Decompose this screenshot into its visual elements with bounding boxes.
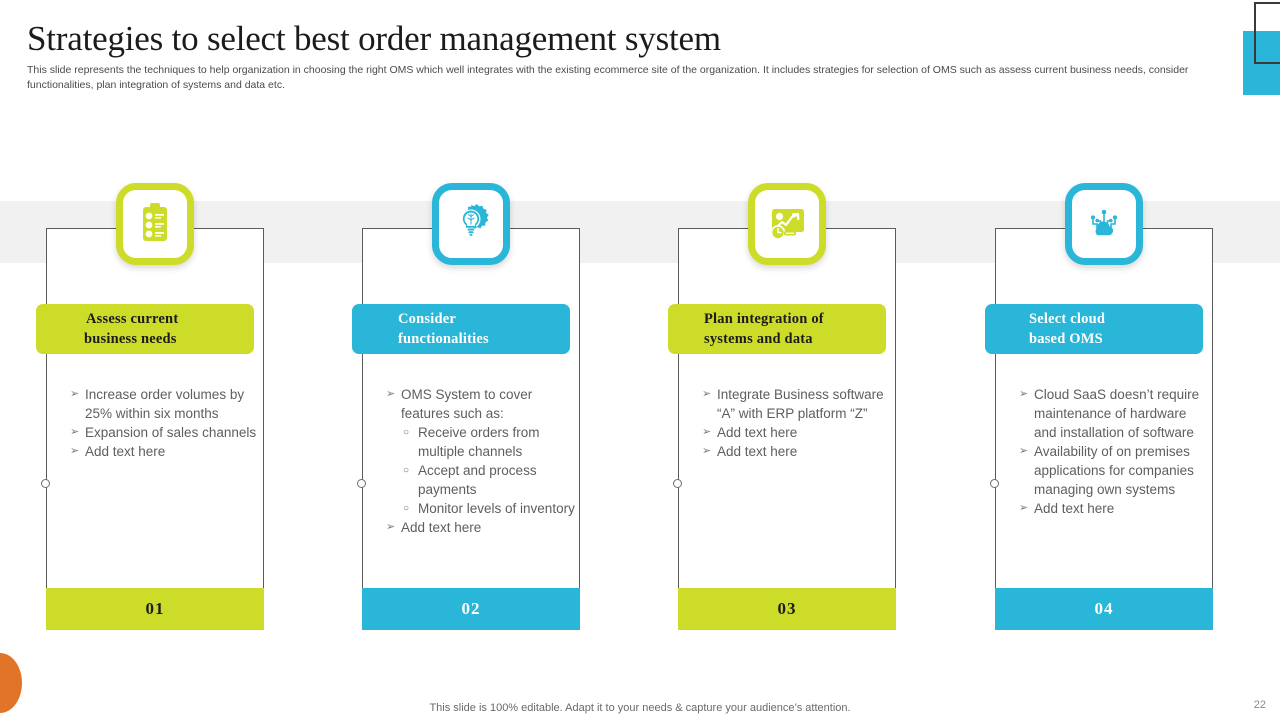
clipboard-checklist-icon <box>116 183 194 265</box>
card-title-line: Plan integration of <box>704 311 824 327</box>
list-item-text: Accept and process payments <box>418 463 537 497</box>
card-title-line: Consider <box>398 311 456 327</box>
list-item: ○ Receive orders from multiple channels <box>386 423 576 461</box>
list-item: ➢ Integrate Business software “A” with E… <box>702 385 892 423</box>
bullet-marker-icon: ➢ <box>702 426 712 438</box>
list-item: ➢ Add text here <box>702 442 892 461</box>
list-item: ➢ Add text here <box>386 518 576 537</box>
bullet-marker-icon: ➢ <box>1019 502 1029 514</box>
list-item-text: Add text here <box>1034 501 1115 516</box>
list-item-text: Add text here <box>717 425 798 440</box>
list-item-text: Cloud SaaS doesn’t require maintenance o… <box>1034 387 1200 440</box>
card-title-line: Select cloud <box>1029 311 1106 327</box>
bullet-marker-icon: ➢ <box>70 388 80 400</box>
chart-presentation-icon <box>748 183 826 265</box>
card-frame <box>995 228 1213 630</box>
bullet-marker-icon: ➢ <box>1019 445 1029 457</box>
bullet-list: ➢ OMS System to cover features such as: … <box>386 385 576 537</box>
list-item: ➢ Availability of on premises applicatio… <box>1019 442 1209 499</box>
strategy-column-03[interactable]: Plan integration of systems and data ➢ I… <box>668 183 896 630</box>
decoration-outline-rectangle <box>1254 2 1280 64</box>
bullet-marker-icon: ➢ <box>702 388 712 400</box>
list-item-text: Availability of on premises applications… <box>1034 444 1194 497</box>
card-frame <box>362 228 580 630</box>
card-title-badge: Consider functionalities <box>352 304 570 354</box>
list-item-text: Add text here <box>85 444 166 459</box>
bullet-marker-icon: ➢ <box>70 445 80 457</box>
page-title: Strategies to select best order manageme… <box>27 19 721 58</box>
card-number-badge: 01 <box>46 588 264 630</box>
strategy-column-04[interactable]: Select cloud based OMS ➢ Cloud SaaS does… <box>985 183 1213 630</box>
bullet-list: ➢ Increase order volumes by 25% within s… <box>70 385 260 461</box>
list-item: ➢ Expansion of sales channels <box>70 423 260 442</box>
card-title-line: based OMS <box>1029 331 1103 347</box>
decoration-orange-circle <box>0 653 22 713</box>
list-item-text: Integrate Business software “A” with ERP… <box>717 387 884 421</box>
page-number: 22 <box>1253 699 1266 711</box>
bullet-marker-icon: ➢ <box>1019 388 1029 400</box>
list-item: ➢ Cloud SaaS doesn’t require maintenance… <box>1019 385 1209 442</box>
card-number-badge: 04 <box>995 588 1213 630</box>
edge-node-circle <box>41 479 50 488</box>
strategy-column-01[interactable]: Assess current business needs ➢ Increase… <box>36 183 264 630</box>
card-title-line: business needs <box>84 331 177 347</box>
bullet-marker-icon: ➢ <box>386 388 396 400</box>
list-item: ➢ OMS System to cover features such as: <box>386 385 576 423</box>
card-number-badge: 03 <box>678 588 896 630</box>
card-title-line: systems and data <box>704 331 813 347</box>
list-item: ➢ Increase order volumes by 25% within s… <box>70 385 260 423</box>
cloud-network-icon <box>1065 183 1143 265</box>
edge-node-circle <box>990 479 999 488</box>
list-item-text: Receive orders from multiple channels <box>418 425 540 459</box>
bullet-list: ➢ Integrate Business software “A” with E… <box>702 385 892 461</box>
edge-node-circle <box>673 479 682 488</box>
edge-node-circle <box>357 479 366 488</box>
list-item: ➢ Add text here <box>70 442 260 461</box>
list-item-text: Add text here <box>717 444 798 459</box>
card-title-badge: Select cloud based OMS <box>985 304 1203 354</box>
bullet-marker-icon: ○ <box>403 503 410 514</box>
page-subtitle: This slide represents the techniques to … <box>27 64 1189 91</box>
list-item-text: OMS System to cover features such as: <box>401 387 533 421</box>
gear-lightbulb-idea-icon <box>432 183 510 265</box>
card-frame <box>678 228 896 630</box>
card-title-badge: Plan integration of systems and data <box>668 304 886 354</box>
list-item-text: Monitor levels of inventory <box>418 501 575 516</box>
slide-header: Strategies to select best order manageme… <box>27 18 1227 93</box>
footer-note: This slide is 100% editable. Adapt it to… <box>429 702 851 714</box>
card-title-line: functionalities <box>398 331 489 347</box>
card-frame <box>46 228 264 630</box>
bullet-marker-icon: ○ <box>403 465 410 476</box>
strategy-column-02[interactable]: Consider functionalities ➢ OMS System to… <box>352 183 580 630</box>
list-item-text: Add text here <box>401 520 482 535</box>
bullet-list: ➢ Cloud SaaS doesn’t require maintenance… <box>1019 385 1209 518</box>
list-item: ○ Accept and process payments <box>386 461 576 499</box>
list-item: ○ Monitor levels of inventory <box>386 499 576 518</box>
card-title-badge: Assess current business needs <box>36 304 254 354</box>
card-number-badge: 02 <box>362 588 580 630</box>
card-title-line: Assess current <box>86 311 179 327</box>
bullet-marker-icon: ➢ <box>386 521 396 533</box>
list-item: ➢ Add text here <box>702 423 892 442</box>
list-item-text: Increase order volumes by 25% within six… <box>85 387 245 421</box>
list-item-text: Expansion of sales channels <box>85 425 257 440</box>
list-item: ➢ Add text here <box>1019 499 1209 518</box>
bullet-marker-icon: ○ <box>403 427 410 438</box>
bullet-marker-icon: ➢ <box>702 445 712 457</box>
bullet-marker-icon: ➢ <box>70 426 80 438</box>
